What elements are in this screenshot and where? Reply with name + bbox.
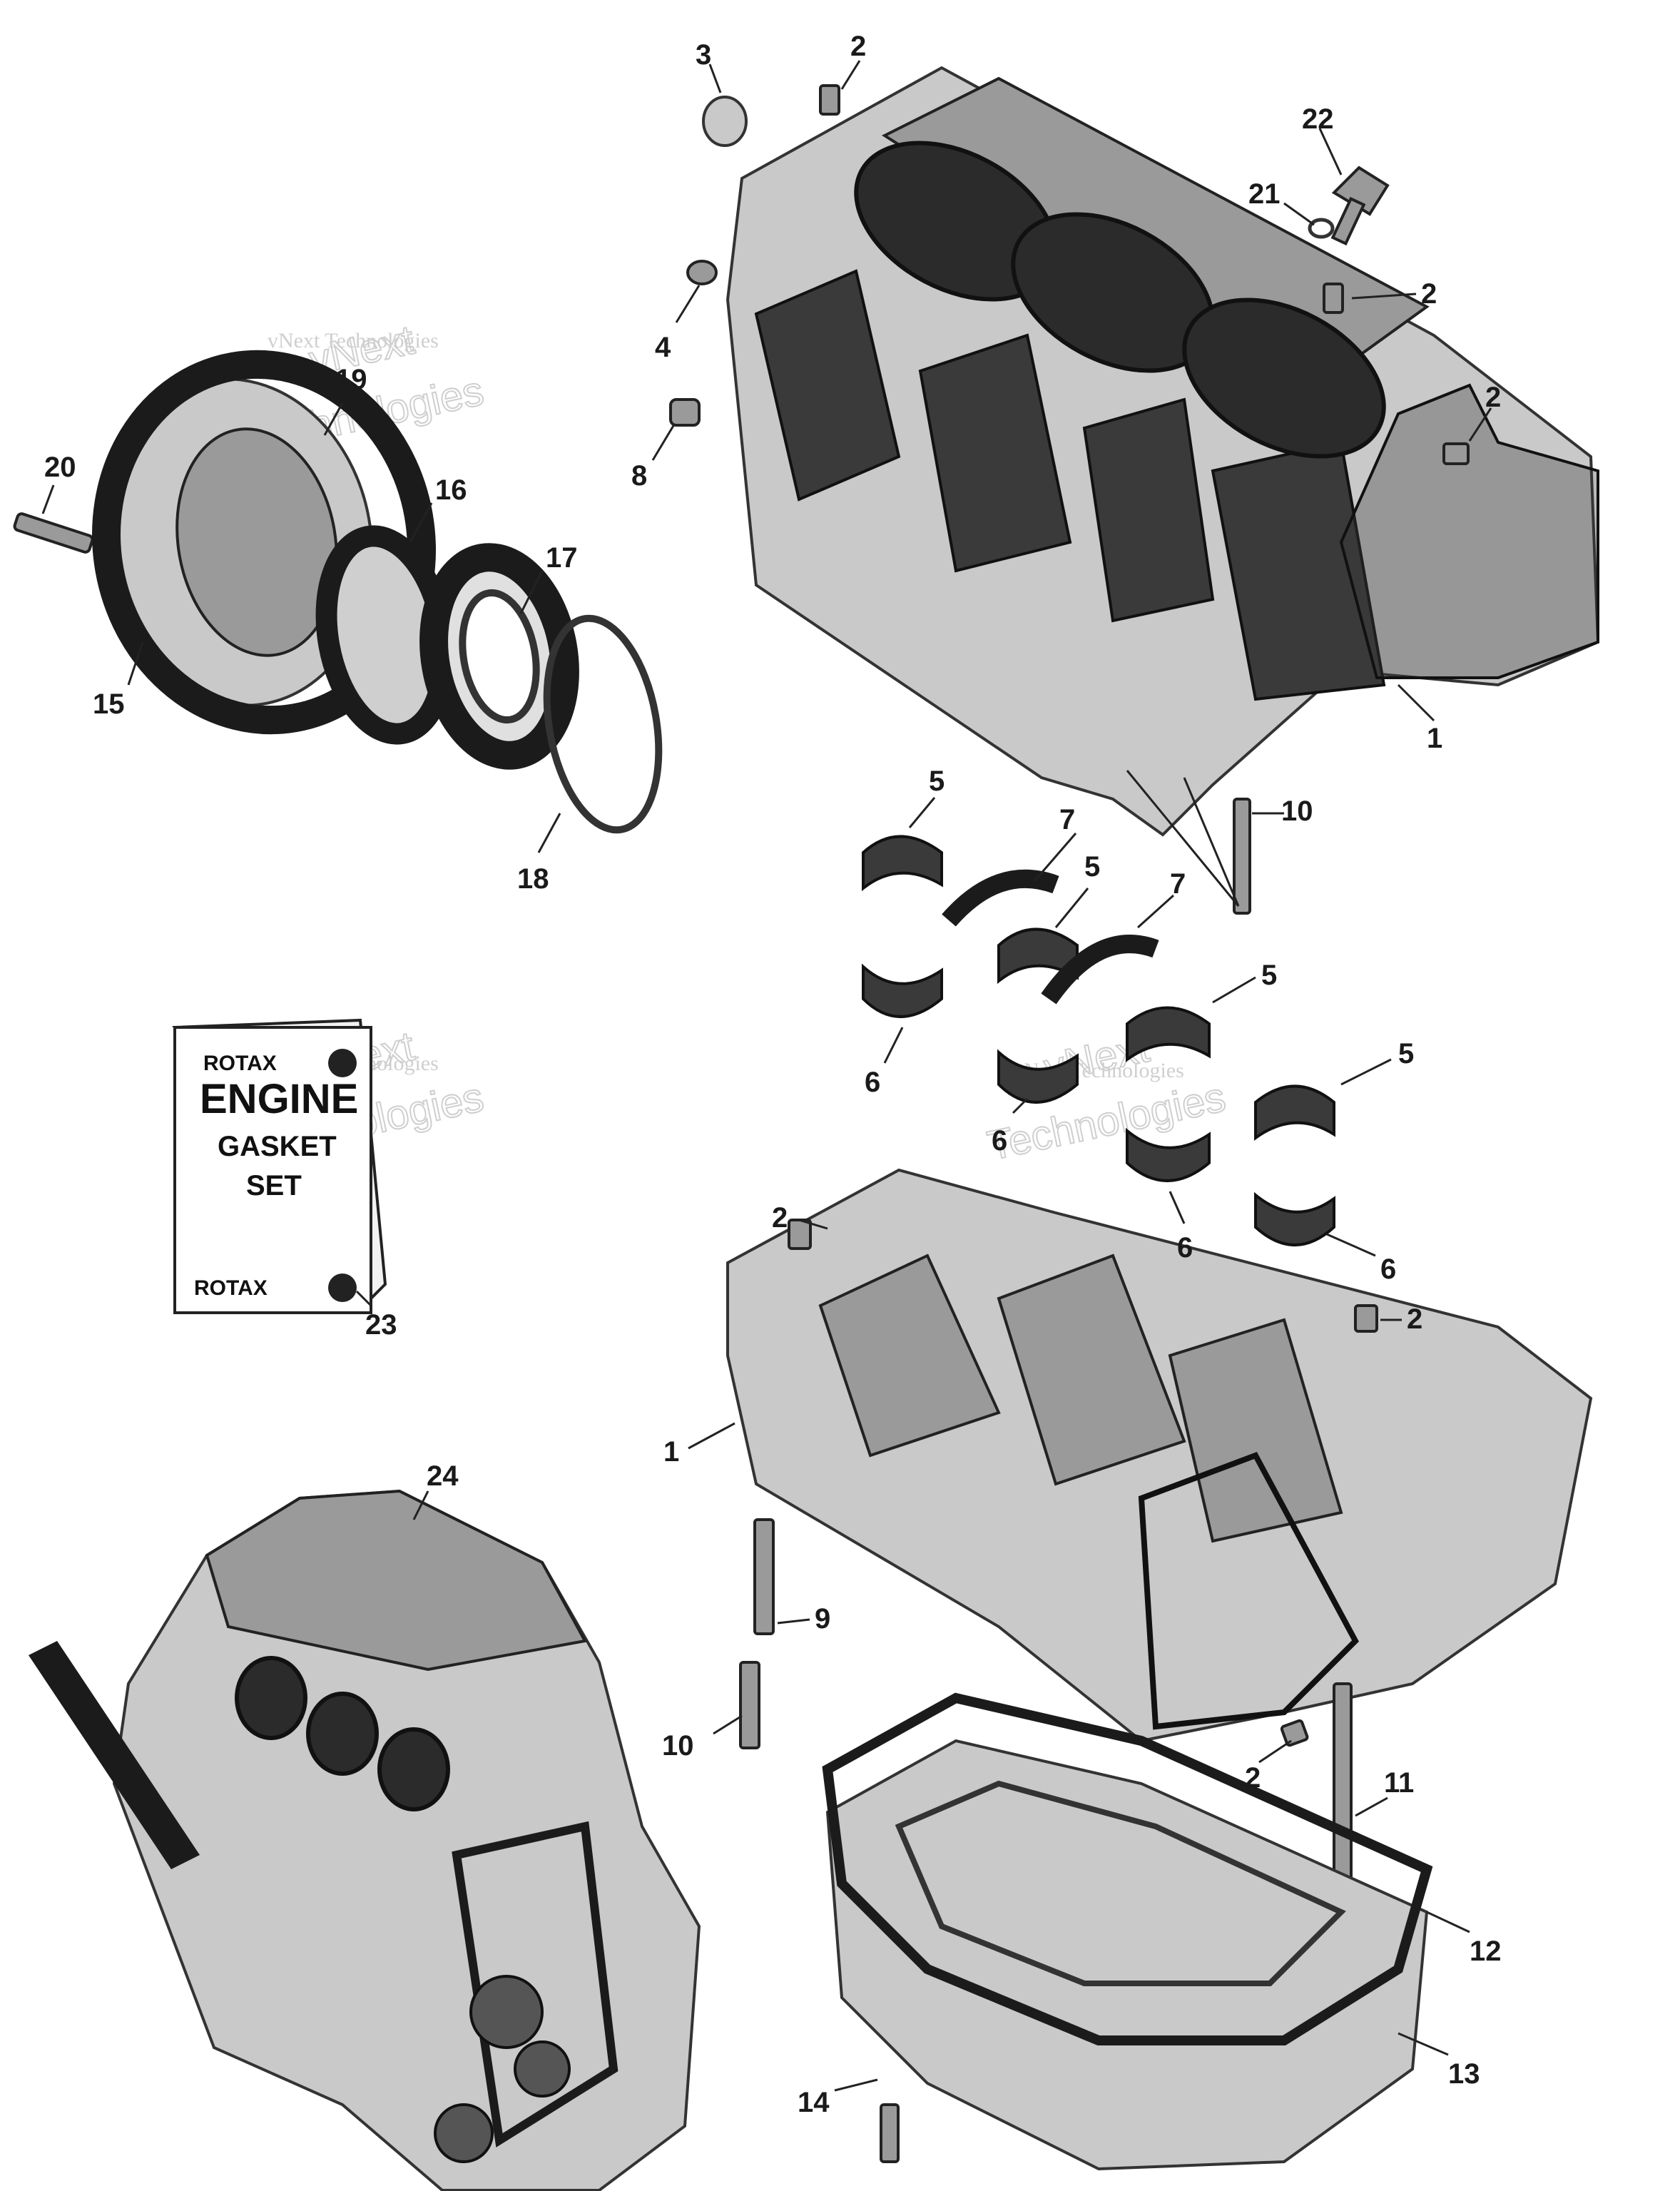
kit-title-line2: GASKET — [218, 1131, 337, 1162]
plug-small — [686, 260, 718, 285]
callout-23: 23 — [365, 1309, 397, 1341]
crankcase-bolt — [739, 1661, 760, 1749]
callout-5: 5 — [929, 766, 945, 797]
callout-2: 2 — [1421, 278, 1437, 310]
dowel-pin — [1442, 442, 1470, 465]
callout-14: 14 — [798, 2087, 830, 2118]
callout-1: 1 — [1427, 723, 1442, 754]
oil-pan-gasket — [822, 1692, 1433, 2045]
main-bearings — [862, 835, 1335, 1246]
callout-4: 4 — [655, 332, 671, 363]
callout-11: 11 — [1384, 1767, 1414, 1799]
oil-dipstick-tube — [29, 1641, 200, 1869]
thrust-washer — [1041, 935, 1159, 1005]
callout-6: 6 — [1380, 1254, 1396, 1285]
callout-3: 3 — [696, 39, 711, 71]
bearing-housing-group — [13, 350, 663, 834]
upper-crankcase — [726, 66, 1600, 837]
bearing-lower — [997, 1049, 1079, 1104]
brp-logo — [328, 1274, 357, 1302]
watermark-text: vNext Technologies — [268, 329, 439, 352]
callout-10: 10 — [1281, 795, 1313, 827]
callout-8: 8 — [631, 460, 647, 492]
callout-7: 7 — [1170, 868, 1186, 900]
plug — [702, 96, 748, 147]
callout-15: 15 — [93, 688, 125, 720]
callout-6: 6 — [992, 1125, 1007, 1156]
callout-5: 5 — [1261, 960, 1277, 991]
callout-21: 21 — [1248, 178, 1281, 210]
housing-bolt — [13, 512, 94, 554]
callout-13: 13 — [1448, 2058, 1480, 2090]
callout-2: 2 — [1407, 1303, 1422, 1335]
dowel-pin — [788, 1219, 812, 1250]
callout-10: 10 — [662, 1730, 694, 1762]
callout-16: 16 — [435, 474, 467, 506]
callout-labels: 1 1 2 2 2 2 2 2 3 4 5 5 5 5 6 6 6 6 7 7 … — [44, 31, 1502, 2118]
oil-pan-screw — [880, 2103, 900, 2163]
thrust-washer — [942, 869, 1059, 927]
callout-6: 6 — [865, 1067, 880, 1098]
bolt-shank — [1330, 196, 1366, 246]
small-parts-top — [669, 84, 1470, 465]
bearing-upper — [1126, 1006, 1211, 1062]
o-ring — [1308, 218, 1335, 239]
callout-9: 9 — [815, 1603, 830, 1635]
callout-19: 19 — [335, 364, 367, 395]
callout-22: 22 — [1302, 103, 1334, 135]
retaining-ring — [543, 614, 663, 834]
callout-1: 1 — [663, 1436, 679, 1468]
callout-6: 6 — [1177, 1232, 1193, 1264]
brp-logo — [328, 1049, 357, 1077]
kit-brand-bottom: ROTAX — [194, 1276, 268, 1300]
bearing-upper — [1254, 1084, 1335, 1141]
callout-5: 5 — [1398, 1038, 1414, 1069]
callout-7: 7 — [1059, 804, 1075, 835]
dowel-pin — [1280, 1719, 1309, 1747]
callout-18: 18 — [517, 863, 549, 895]
sleeve — [669, 398, 701, 427]
callout-2: 2 — [850, 31, 866, 62]
callout-2: 2 — [772, 1202, 788, 1234]
oil-pan-group — [822, 1692, 1433, 2171]
crankcase-bolt — [753, 1518, 775, 1635]
callout-12: 12 — [1470, 1936, 1502, 1967]
bearing-lower — [862, 963, 943, 1018]
dowel-pin — [1354, 1304, 1378, 1333]
kit-title-line3: SET — [246, 1170, 302, 1201]
callout-17: 17 — [546, 542, 578, 574]
dowel-pin — [1323, 283, 1344, 314]
housing-gasket — [92, 350, 436, 735]
kit-brand-top: ROTAX — [203, 1052, 277, 1075]
kit-title-line1: ENGINE — [200, 1076, 358, 1122]
callout-2: 2 — [1245, 1762, 1261, 1794]
crankcase-bolt — [1233, 798, 1251, 915]
leader-lines — [41, 60, 1492, 2092]
callout-5: 5 — [1084, 851, 1100, 883]
callout-2: 2 — [1485, 382, 1501, 413]
callout-20: 20 — [44, 452, 76, 483]
dowel-pin — [819, 84, 840, 116]
callout-24: 24 — [427, 1460, 459, 1492]
bearing-lower — [1126, 1127, 1211, 1182]
oil-pan-bolt — [1333, 1682, 1353, 1899]
lower-crankcase — [726, 1168, 1593, 1747]
gasket-kit: ROTAX ENGINE GASKET SET ROTAX — [172, 1018, 387, 1314]
complete-engine — [29, 1489, 701, 2191]
bearing-lower — [1254, 1191, 1335, 1246]
bearing-upper — [862, 835, 943, 892]
oil-pan — [825, 1739, 1429, 2171]
